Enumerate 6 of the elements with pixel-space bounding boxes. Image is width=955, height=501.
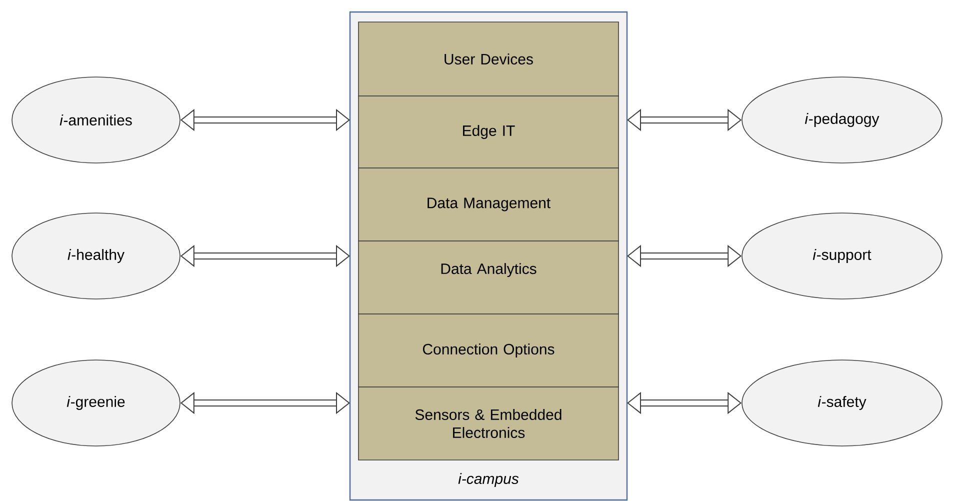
layer-box: Sensors & Embedded Electronics (358, 386, 619, 460)
layer-box: Connection Options (358, 314, 619, 388)
layer-box: Data Management (358, 168, 619, 242)
layer-box: Edge IT (358, 96, 619, 168)
layer-box: User Devices (358, 22, 619, 96)
layer-box: Data Analytics (358, 240, 619, 314)
